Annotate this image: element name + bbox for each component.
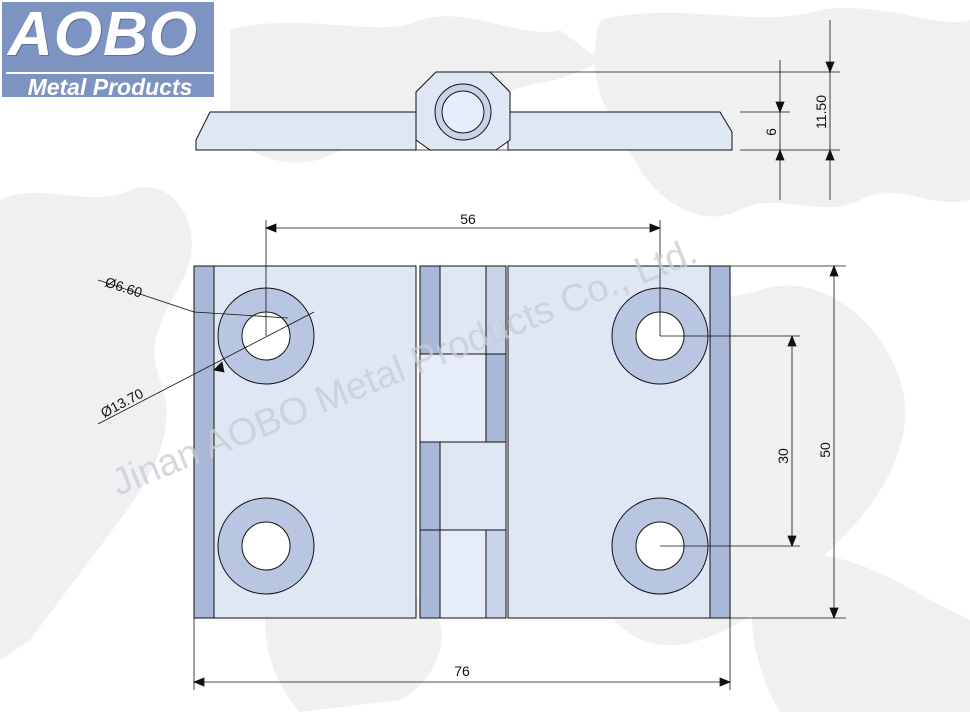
overall-width-label: 76 <box>454 663 470 679</box>
side-left-leaf <box>195 111 417 151</box>
total-thickness-label: 11.50 <box>813 95 829 129</box>
side-pin-inner <box>441 90 485 134</box>
overall-height-label: 50 <box>817 442 833 458</box>
logo-brand: AOBO <box>8 0 198 69</box>
logo-subtitle: Metal Products <box>6 72 214 101</box>
side-view <box>195 71 733 151</box>
right-leaf-edge <box>709 265 731 619</box>
leaf-thickness-label: 6 <box>763 128 779 136</box>
side-right-leaf <box>507 111 733 151</box>
hole-pitch-vertical-label: 30 <box>775 448 791 464</box>
hole-pitch-horizontal-label: 56 <box>460 211 476 227</box>
left-leaf-edge <box>193 265 215 619</box>
company-logo: AOBO Metal Products <box>0 0 216 101</box>
side-dimensions <box>490 20 840 200</box>
front-dimensions <box>97 220 846 690</box>
hole-bottom-left <box>241 521 291 571</box>
